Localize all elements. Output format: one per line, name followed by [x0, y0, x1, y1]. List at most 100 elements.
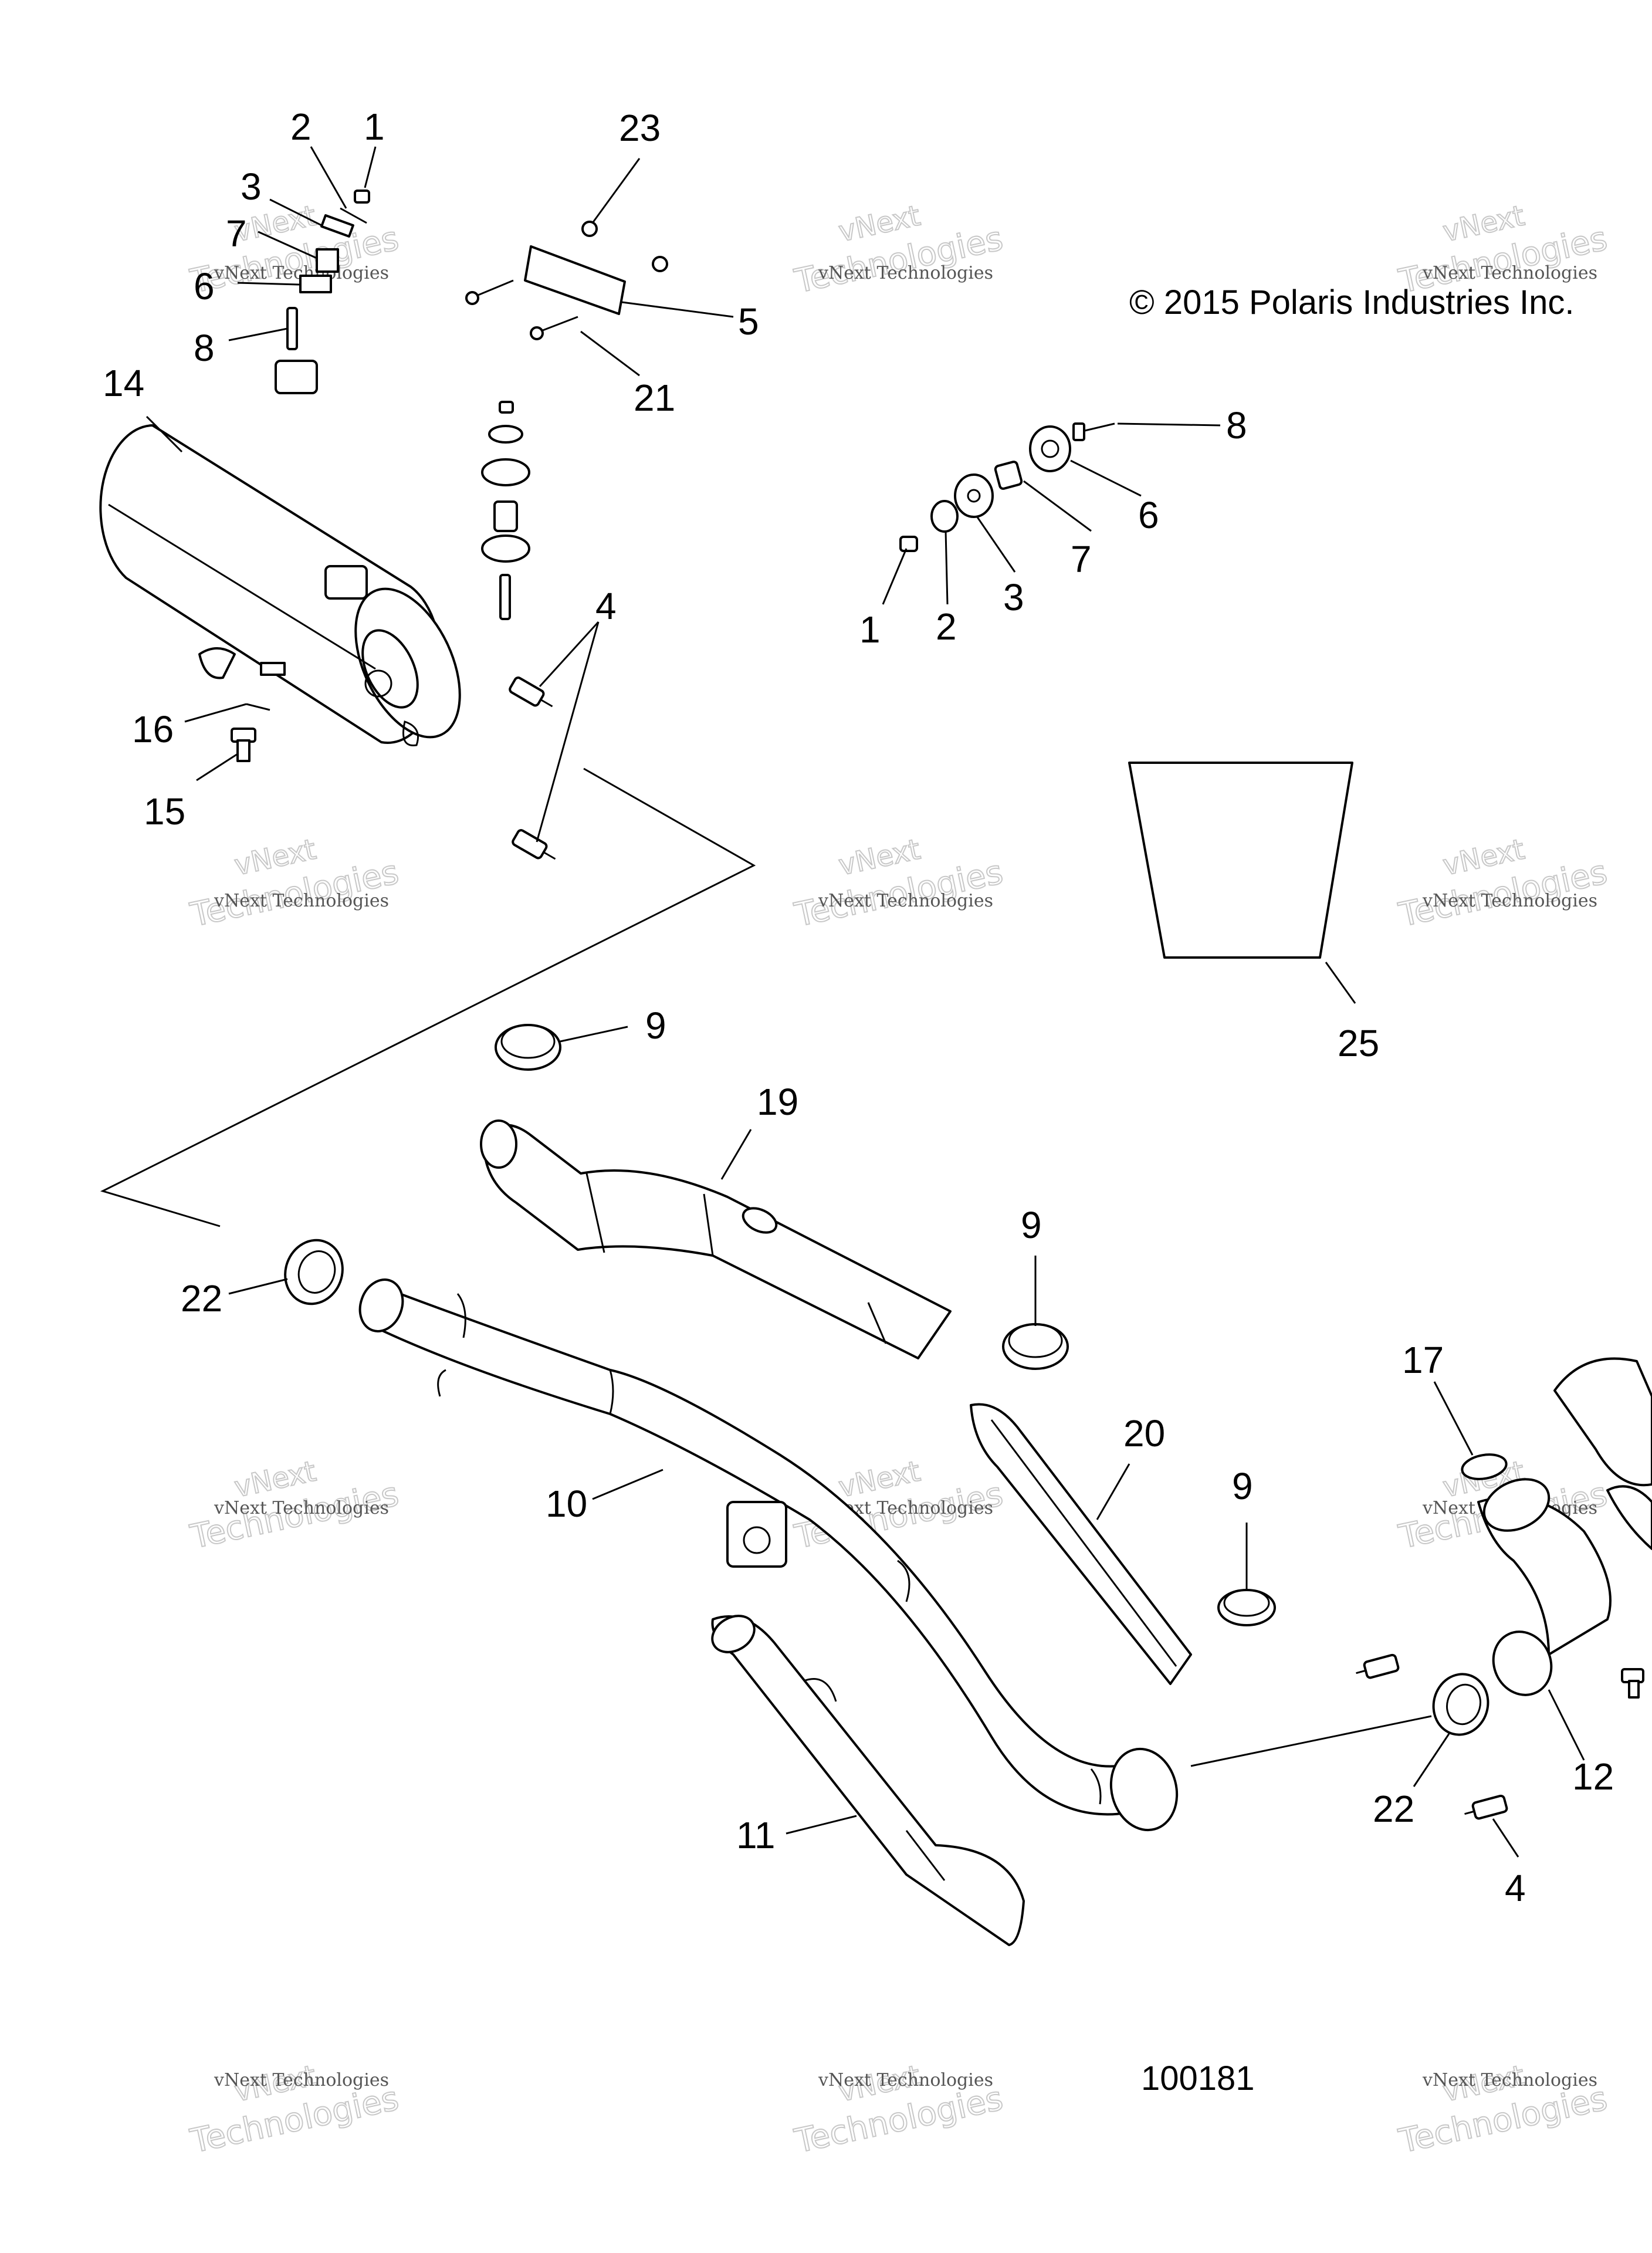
- callout-15: 15: [144, 790, 185, 833]
- callout-25: 25: [1338, 1022, 1379, 1064]
- callout-3: 3: [1003, 576, 1024, 618]
- watermark: vNext Technologies: [1395, 833, 1611, 935]
- muffler-part: [99, 360, 461, 746]
- header-mount-tab: [726, 1501, 787, 1568]
- watermark-line1: vNext Technologies: [214, 1498, 389, 1518]
- callout-19: 19: [757, 1081, 798, 1123]
- clamp-part: [1217, 1589, 1276, 1626]
- label-part: [1128, 762, 1353, 959]
- nut-part: [899, 536, 918, 552]
- gasket-part: [1461, 1453, 1508, 1480]
- callout-23: 23: [619, 107, 661, 149]
- watermark-line1: vNext Technologies: [818, 263, 993, 283]
- callout-1: 1: [859, 608, 881, 651]
- spring-part: [1356, 1653, 1400, 1679]
- callout-4: 4: [1505, 1867, 1526, 1909]
- grommet-part: [320, 214, 354, 238]
- spacer-part: [994, 461, 1023, 490]
- grommet-part: [954, 473, 994, 518]
- pipe-part: [711, 1615, 1025, 1946]
- muffler-bracket: [275, 360, 318, 394]
- callout-9: 9: [1021, 1204, 1042, 1246]
- elbow-pipe-part: [1477, 1478, 1612, 1696]
- spring-part: [1464, 1794, 1508, 1820]
- spacer-part: [493, 500, 518, 532]
- watermarks: vNext Technologies vNext Technologies vN…: [187, 199, 1611, 2161]
- assembly-boundary-line: [100, 767, 756, 1227]
- watermark-line1: vNext Technologies: [1422, 891, 1597, 911]
- callout-8: 8: [194, 327, 215, 369]
- nut-part: [499, 401, 514, 414]
- spring-part: [509, 676, 553, 708]
- pin-part: [246, 703, 270, 711]
- watermark: vNext Technologies: [791, 2059, 1007, 2161]
- bolt-part: [539, 316, 578, 333]
- callout-21: 21: [634, 377, 675, 419]
- muffler-inlet: [198, 647, 236, 679]
- callout-2: 2: [290, 106, 312, 148]
- watermark: vNext Technologies: [187, 833, 402, 935]
- washer-part: [488, 425, 523, 444]
- callout-12: 12: [1572, 1755, 1614, 1798]
- callout-9: 9: [645, 1004, 666, 1047]
- nut-part: [581, 221, 598, 237]
- bolt-part: [231, 728, 256, 762]
- watermark: vNext Technologies: [187, 2059, 402, 2161]
- callout-4: 4: [595, 585, 617, 627]
- heat-shield-part: [480, 1119, 952, 1359]
- drawing-number: 100181: [1141, 2059, 1255, 2098]
- callout-6: 6: [194, 265, 215, 307]
- bolt-part: [1082, 422, 1115, 432]
- callout-2: 2: [936, 605, 957, 648]
- muffler-bracket: [324, 565, 368, 600]
- gasket-part: [1432, 1673, 1489, 1736]
- heat-shield-part: [970, 1403, 1192, 1685]
- callout-11: 11: [736, 1814, 775, 1856]
- bolt-part: [499, 574, 511, 620]
- watermark-line1: vNext Technologies: [214, 2070, 389, 2090]
- leader-lines: [145, 146, 1585, 1858]
- callout-7: 7: [226, 212, 247, 255]
- callout-22: 22: [181, 1277, 222, 1320]
- watermark-line1: vNext Technologies: [1422, 263, 1597, 283]
- callout-14: 14: [103, 362, 144, 404]
- watermark-line1: vNext Technologies: [818, 2070, 993, 2090]
- callout-17: 17: [1402, 1339, 1444, 1381]
- assembly-link-line: [1190, 1715, 1432, 1767]
- watermark: vNext Technologies: [1395, 2059, 1611, 2161]
- bolt-head-part: [1072, 422, 1085, 441]
- callouts: 1 2 3 7 6 8 23 5 21 14 4 16 15 8 6 7 3 2…: [103, 106, 1614, 1909]
- callout-6: 6: [1138, 494, 1159, 536]
- watermark-line1: vNext Technologies: [1422, 2070, 1597, 2090]
- hardware-row-right: [899, 422, 1115, 552]
- hardware-stack-center: [481, 401, 530, 620]
- spacer-part: [316, 248, 339, 273]
- grommet-part: [481, 458, 530, 486]
- callout-5: 5: [738, 300, 759, 343]
- header-pipe-part: [358, 1278, 1179, 1832]
- nut-part: [354, 190, 370, 204]
- bolt-part: [286, 307, 298, 350]
- callout-22: 22: [1373, 1788, 1414, 1830]
- callout-3: 3: [241, 165, 262, 208]
- bracket-part: [524, 245, 626, 315]
- bolt-head-part: [530, 326, 544, 340]
- watermark: vNext Technologies: [791, 833, 1007, 935]
- bolt-part: [475, 279, 514, 297]
- watermark-line1: vNext Technologies: [818, 891, 993, 911]
- callout-16: 16: [132, 708, 174, 750]
- clamp-part: [495, 1024, 561, 1071]
- bushing-part: [299, 275, 332, 293]
- bolt-head-part: [465, 291, 479, 305]
- spring-part: [512, 829, 556, 860]
- callout-10: 10: [546, 1483, 587, 1525]
- callout-7: 7: [1071, 538, 1092, 580]
- grommet-part: [481, 535, 530, 563]
- watermark-line1: vNext Technologies: [214, 891, 389, 911]
- nut-part: [652, 256, 668, 272]
- washer-part: [340, 207, 367, 224]
- manifold-part: [1553, 1357, 1652, 1550]
- bolt-part: [1621, 1668, 1644, 1699]
- bushing-part: [1029, 425, 1071, 472]
